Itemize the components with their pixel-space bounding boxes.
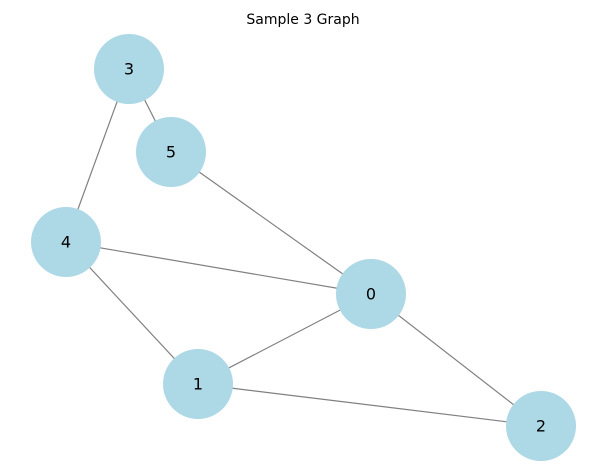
node-label-4: 4 [61,233,71,252]
node-label-3: 3 [124,60,134,79]
edge-0-2 [370,293,542,427]
node-5: 5 [136,117,206,187]
node-2: 2 [506,391,576,461]
node-0: 0 [336,259,406,329]
node-label-1: 1 [193,375,203,394]
nodes-layer: 0 1 2 3 4 5 [31,34,576,461]
edges-layer [65,68,542,427]
edge-0-5 [170,151,372,295]
edge-1-2 [197,383,542,427]
node-1: 1 [163,349,233,419]
node-label-5: 5 [166,143,176,162]
node-circle-0 [336,259,406,329]
edge-0-4 [65,241,372,295]
node-label-2: 2 [536,417,546,436]
node-4: 4 [31,207,101,277]
node-3: 3 [94,34,164,104]
node-circle-5 [136,117,206,187]
node-circle-4 [31,207,101,277]
node-circle-1 [163,349,233,419]
graph-title: Sample 3 Graph [246,12,359,28]
node-circle-3 [94,34,164,104]
node-circle-2 [506,391,576,461]
node-label-0: 0 [366,285,376,304]
